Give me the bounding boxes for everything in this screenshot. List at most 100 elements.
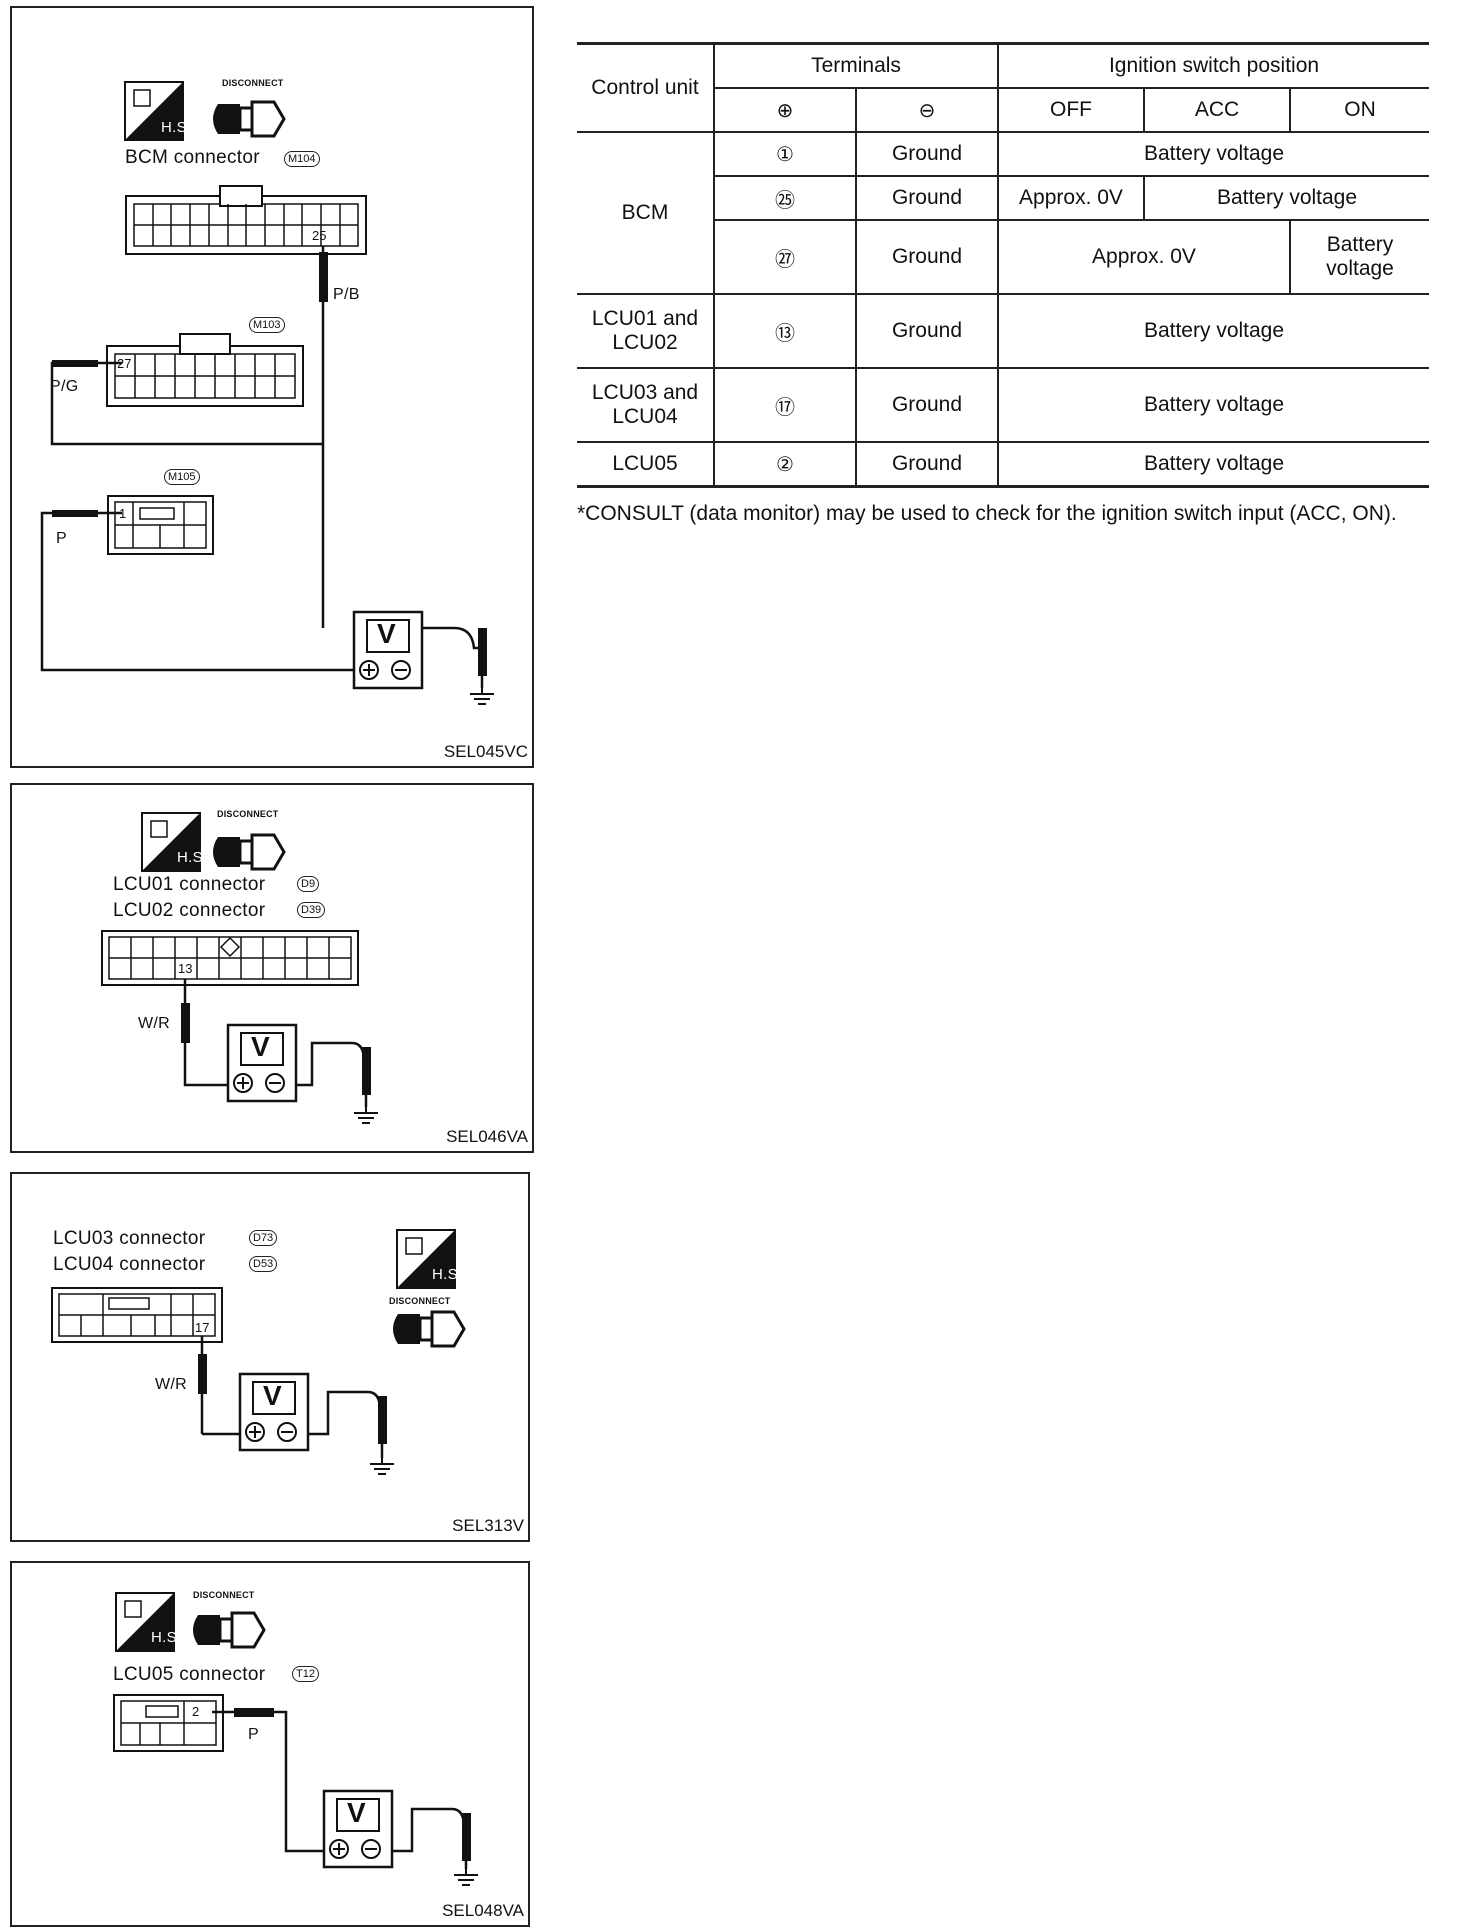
hs-icon (115, 1592, 175, 1652)
terminal-17: 17 (195, 1320, 210, 1335)
terminal-2: 2 (192, 1704, 200, 1719)
voltmeter-label: V (377, 618, 396, 649)
connector-lcu01 (101, 930, 359, 986)
bcm-wiring-diagram (40, 81, 494, 705)
connector-code-m103: M103 (249, 317, 285, 333)
terminal-27: 27 (117, 356, 132, 371)
voltmeter-label: V (263, 1380, 282, 1411)
hs-icon (141, 812, 201, 872)
header-acc: ACC (1143, 87, 1291, 133)
figure-lcu01-lcu02: DISCONNECT H.S. LCU01 connector D9 LCU02… (10, 783, 534, 1153)
cell-terminal: ⑬ (713, 293, 857, 369)
probes (52, 252, 487, 676)
consult-note: *CONSULT (data monitor) may be used to c… (577, 502, 1397, 525)
connector-lcu03 (51, 1287, 223, 1343)
probes (234, 1708, 471, 1861)
header-ignition: Ignition switch position (997, 42, 1429, 89)
voltmeter-label: V (347, 1797, 366, 1828)
terminal-13: 13 (178, 961, 193, 976)
cell-ground: Ground (855, 441, 999, 488)
hs-icon (124, 81, 184, 141)
ignition-switch-table: Control unit Terminals Ignition switch p… (577, 42, 1429, 488)
cell-terminal: ① (713, 131, 857, 177)
bcm-connector-label: BCM connector (125, 147, 260, 168)
cell-ground: Ground (855, 131, 999, 177)
header-plus: ⊕ (713, 87, 857, 133)
cell-value: Approx. 0V (997, 219, 1291, 295)
cell-terminal: ② (713, 441, 857, 488)
lcu05-connector-label: LCU05 connector (113, 1664, 266, 1685)
ground-icon (454, 1869, 478, 1886)
lcu02-connector-label: LCU02 connector (113, 900, 266, 921)
lcu03-connector-label: LCU03 connector (53, 1228, 206, 1249)
disconnect-label: DISCONNECT (389, 1296, 451, 1306)
connector-code-m105: M105 (164, 469, 200, 485)
ground-icon (470, 688, 494, 705)
cell-value: Approx. 0V (997, 175, 1145, 221)
disconnect-icon (213, 100, 286, 138)
connector-code-d39: D39 (297, 902, 326, 918)
probes (198, 1354, 387, 1444)
figure-lcu03-lcu04: LCU03 connector D73 LCU04 connector D53 … (10, 1172, 530, 1542)
hs-label: H.S. (151, 1629, 182, 1646)
figure-code: SEL048VA (442, 1901, 524, 1920)
connector-m103 (106, 333, 304, 407)
wire-color-p: P (248, 1726, 259, 1743)
terminal-1: 1 (119, 506, 127, 521)
wire-color-pb: P/B (333, 286, 360, 303)
probes (181, 1003, 371, 1095)
figure-code: SEL045VC (443, 742, 528, 761)
figure-code: SEL046VA (446, 1127, 528, 1146)
cell-ground: Ground (855, 219, 999, 295)
connector-lcu05 (113, 1694, 224, 1752)
cell-value: Battery voltage (997, 367, 1429, 443)
table-row: LCU05 ② Ground Battery voltage (577, 441, 1429, 488)
cell-value: Battery voltage (997, 131, 1429, 177)
hs-label: H.S. (432, 1266, 463, 1283)
cell-value: Battery voltage (1289, 219, 1429, 295)
connector-code-d9: D9 (297, 876, 320, 892)
hs-label: H.S. (161, 119, 192, 136)
cell-ground: Ground (855, 367, 999, 443)
voltmeter-icon (352, 610, 424, 690)
wire-color-p: P (56, 530, 67, 547)
table-row: BCM ① Ground Battery voltage (577, 131, 1429, 295)
disconnect-label: DISCONNECT (217, 809, 279, 819)
cell-value: Battery voltage (997, 293, 1429, 369)
table-row: LCU03 and LCU04 ⑰ Ground Battery voltage (577, 367, 1429, 443)
header-control-unit: Control unit (577, 42, 715, 133)
header-off: OFF (997, 87, 1145, 133)
disconnect-icon (213, 833, 286, 871)
ground-icon (370, 1458, 394, 1475)
ground-icon (354, 1107, 378, 1124)
disconnect-icon (393, 1310, 466, 1348)
connector-code-d53: D53 (249, 1256, 278, 1272)
connector-code-t12: T12 (292, 1666, 319, 1682)
figure-lcu05: DISCONNECT H.S. LCU05 connector T12 2 P … (10, 1561, 530, 1927)
connector-code-m104: M104 (284, 151, 320, 167)
hs-icon (396, 1229, 456, 1289)
cell-ground: Ground (855, 175, 999, 221)
voltmeter-icon (322, 1789, 394, 1869)
cell-unit: LCU03 and LCU04 (577, 367, 715, 443)
voltmeter-icon (226, 1023, 298, 1103)
table-row: ㉕ Ground Approx. 0V Battery voltage (577, 175, 1429, 221)
cell-ground: Ground (855, 293, 999, 369)
connector-m104 (125, 185, 367, 255)
wire-color-wr: W/R (155, 1376, 188, 1393)
voltmeter-label: V (251, 1031, 270, 1062)
lcu01-connector-label: LCU01 connector (113, 874, 266, 895)
lcu01-wiring-diagram (101, 812, 378, 1124)
connector-m105 (107, 495, 214, 555)
header-terminals: Terminals (713, 42, 999, 89)
cell-unit: LCU01 and LCU02 (577, 293, 715, 369)
table-row: LCU01 and LCU02 ⑬ Ground Battery voltage (577, 293, 1429, 369)
wire-color-pg: P/G (50, 378, 79, 395)
connector-code-d73: D73 (249, 1230, 278, 1246)
header-on: ON (1289, 87, 1429, 133)
cell-value: Battery voltage (1143, 175, 1429, 221)
hs-label: H.S. (177, 849, 208, 866)
cell-terminal: ⑰ (713, 367, 857, 443)
voltmeter-icon (238, 1372, 310, 1452)
lcu03-wiring-diagram (51, 1229, 466, 1475)
